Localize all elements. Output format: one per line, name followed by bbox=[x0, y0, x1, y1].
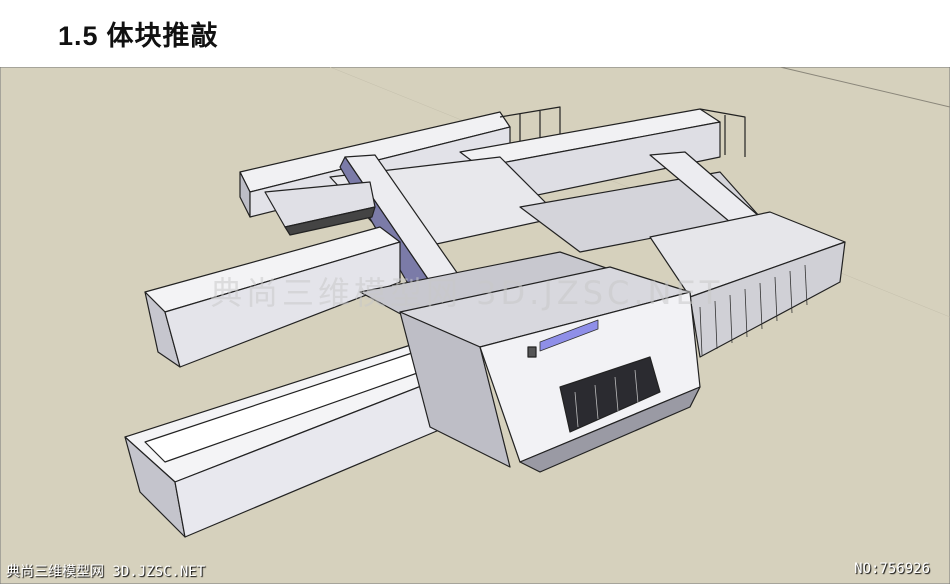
building-massing-model bbox=[124, 106, 846, 538]
model-viewport bbox=[0, 67, 950, 584]
footer-id-label: NO:756926 bbox=[854, 561, 930, 577]
title-text: 体块推敲 bbox=[106, 21, 219, 52]
footer-site-label: 典尚三维模型网 3D.JZSC.NET bbox=[6, 564, 206, 580]
title-number: 1.5 bbox=[58, 21, 99, 51]
watermark: 典尚三维模型网 3D.JZSC.NET bbox=[210, 274, 724, 312]
